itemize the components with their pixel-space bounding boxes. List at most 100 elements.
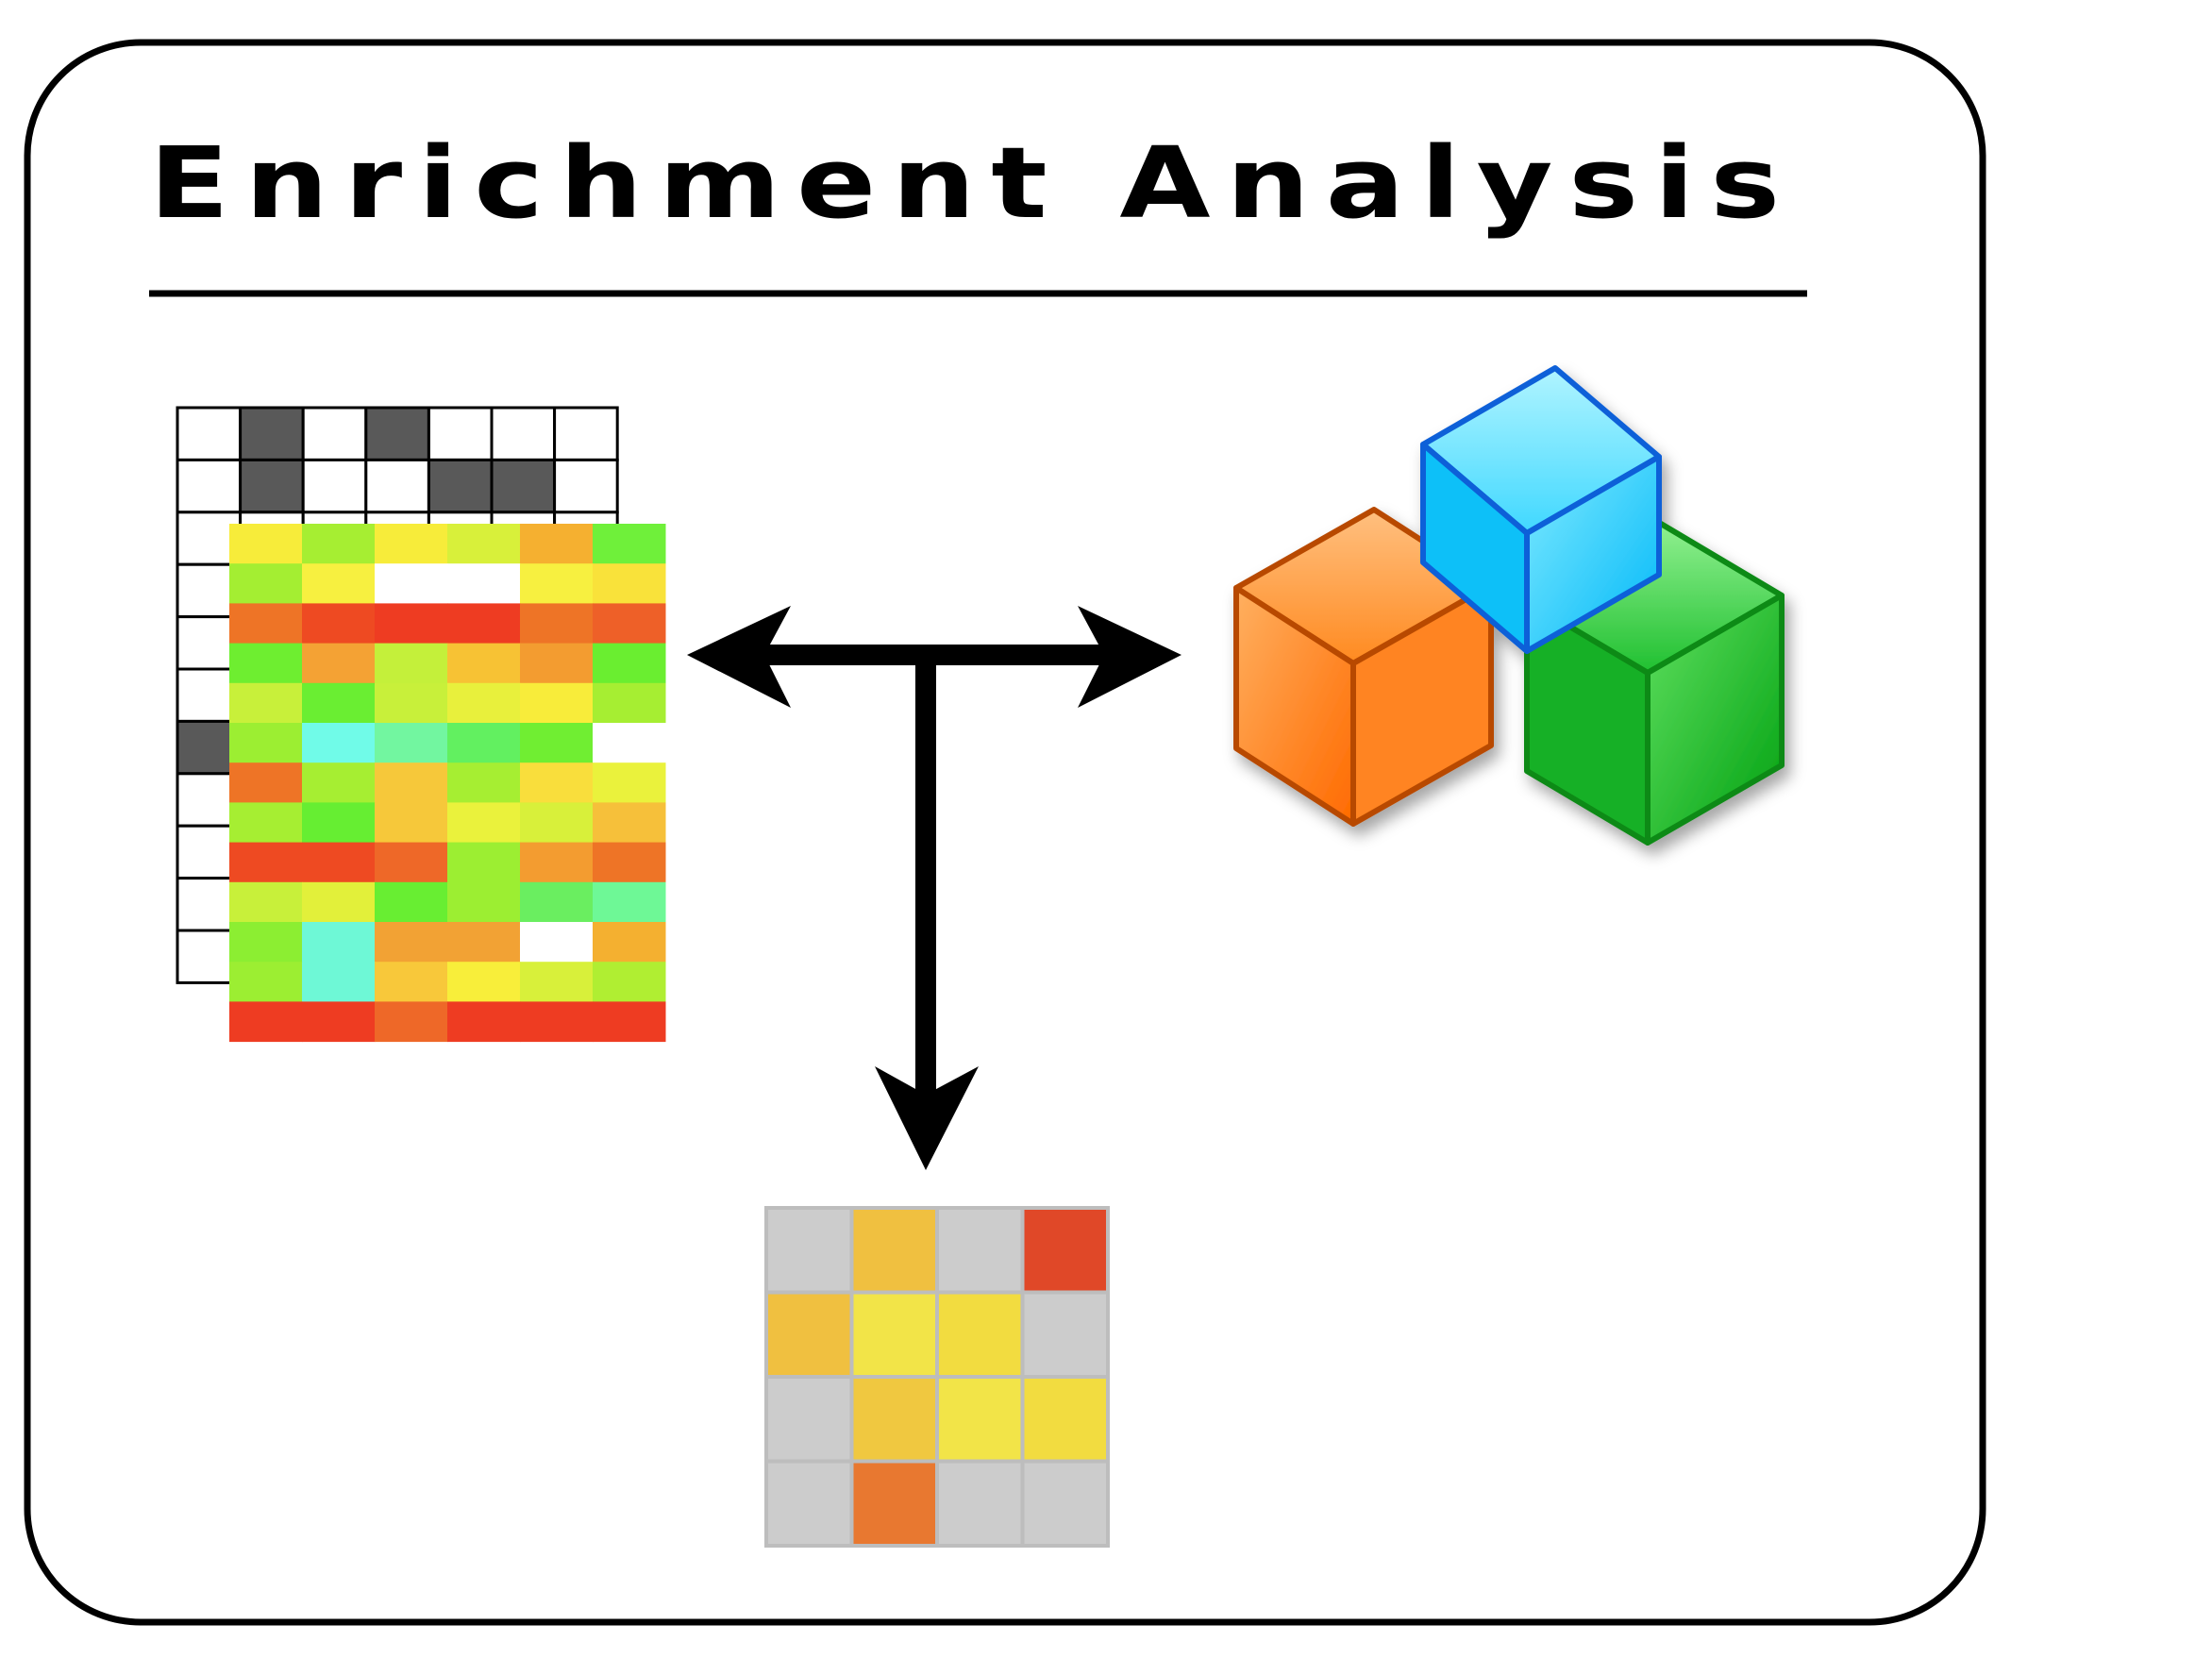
expression-heatmap-cell — [302, 881, 376, 923]
expression-heatmap-cell — [447, 682, 521, 724]
expression-heatmap-cell — [229, 881, 303, 923]
expression-heatmap-cell — [593, 842, 666, 883]
expression-heatmap-cell — [520, 962, 594, 1002]
right-arrowhead-icon — [1078, 606, 1181, 708]
expression-heatmap-cell — [520, 922, 594, 963]
expression-heatmap-cell — [302, 524, 376, 564]
expression-heatmap-cell — [447, 802, 521, 844]
expression-heatmap-cell — [302, 682, 376, 724]
expression-heatmap-cell — [593, 524, 666, 564]
expression-heatmap-cell — [375, 524, 448, 564]
expression-heatmap-cell — [520, 842, 594, 883]
expression-heatmap-cell — [375, 922, 448, 963]
expression-heatmap-cell — [302, 962, 376, 1002]
expression-heatmap-cell — [229, 603, 303, 645]
expression-heatmap-cell — [520, 682, 594, 724]
expression-heatmap-cell — [447, 881, 521, 923]
expression-heatmap-cell — [229, 962, 303, 1002]
expression-heatmap-cell — [302, 802, 376, 844]
expression-heatmap-cell — [302, 563, 376, 604]
blue-cube-icon — [1420, 365, 1662, 654]
result-heatmap-cell — [1020, 1290, 1110, 1379]
binary-matrix-cell — [553, 406, 619, 461]
expression-heatmap-cell — [302, 603, 376, 645]
expression-heatmap-cell — [520, 802, 594, 844]
expression-heatmap-cell — [593, 802, 666, 844]
binary-matrix-cell — [239, 458, 305, 514]
expression-heatmap-cell — [375, 842, 448, 883]
result-heatmap-cell — [764, 1459, 854, 1548]
expression-heatmap-cell — [520, 762, 594, 803]
expression-heatmap-cell — [520, 563, 594, 604]
expression-heatmap-cell — [593, 962, 666, 1002]
expression-heatmap-cell — [447, 842, 521, 883]
binary-matrix-cell — [239, 406, 305, 461]
expression-heatmap-icon — [229, 524, 666, 1043]
result-heatmap-icon — [764, 1206, 1110, 1548]
expression-heatmap-cell — [302, 643, 376, 684]
expression-heatmap-cell — [447, 922, 521, 963]
expression-heatmap-cell — [229, 842, 303, 883]
expression-heatmap-cell — [375, 762, 448, 803]
expression-heatmap-cell — [593, 643, 666, 684]
expression-heatmap-cell — [593, 603, 666, 645]
expression-heatmap-cell — [593, 922, 666, 963]
binary-matrix-cell — [301, 458, 368, 514]
green-cube-icon — [1524, 521, 1785, 846]
binary-matrix-cell — [301, 406, 368, 461]
result-heatmap-cell — [1020, 1206, 1110, 1295]
expression-heatmap-cell — [447, 1001, 521, 1043]
result-heatmap-cell — [764, 1290, 854, 1379]
expression-heatmap-cell — [302, 1001, 376, 1043]
binary-matrix-cell — [427, 458, 494, 514]
expression-heatmap-cell — [375, 603, 448, 645]
result-heatmap-cell — [1020, 1459, 1110, 1548]
expression-heatmap-cell — [593, 1001, 666, 1043]
expression-heatmap-cell — [375, 1001, 448, 1043]
expression-heatmap-cell — [593, 563, 666, 604]
expression-heatmap-cell — [229, 643, 303, 684]
expression-heatmap-cell — [447, 563, 521, 604]
expression-heatmap-cell — [229, 563, 303, 604]
result-heatmap-cell — [849, 1375, 939, 1464]
gene-set-cubes-icon — [1233, 365, 1785, 846]
expression-heatmap-cell — [229, 922, 303, 963]
expression-heatmap-cell — [447, 643, 521, 684]
expression-heatmap-cell — [593, 762, 666, 803]
result-heatmap-cell — [849, 1206, 939, 1295]
result-heatmap-cell — [764, 1375, 854, 1464]
expression-heatmap-cell — [302, 922, 376, 963]
expression-heatmap-cell — [447, 723, 521, 763]
expression-heatmap-cell — [229, 524, 303, 564]
diagram-title: Enrichment Analysis — [149, 126, 1796, 241]
expression-heatmap-cell — [229, 802, 303, 844]
expression-heatmap-cell — [229, 682, 303, 724]
expression-heatmap-cell — [520, 603, 594, 645]
expression-heatmap-cell — [520, 643, 594, 684]
binary-matrix-cell — [364, 406, 430, 461]
expression-heatmap-cell — [375, 563, 448, 604]
expression-heatmap-cell — [302, 842, 376, 883]
binary-matrix-cell — [176, 458, 243, 514]
expression-heatmap-cell — [520, 1001, 594, 1043]
binary-matrix-cell — [176, 406, 243, 461]
expression-heatmap-cell — [520, 881, 594, 923]
expression-heatmap-cell — [229, 1001, 303, 1043]
binary-matrix-cell — [490, 406, 557, 461]
orange-cube-icon — [1233, 507, 1494, 827]
result-heatmap-cell — [1020, 1375, 1110, 1464]
expression-heatmap-cell — [375, 962, 448, 1002]
expression-heatmap-cell — [520, 524, 594, 564]
expression-heatmap-cell — [375, 643, 448, 684]
expression-heatmap-cell — [375, 881, 448, 923]
expression-heatmap-cell — [593, 682, 666, 724]
down-arrowhead-icon — [875, 1066, 979, 1170]
result-heatmap-cell — [849, 1290, 939, 1379]
result-heatmap-cell — [849, 1459, 939, 1548]
expression-heatmap-cell — [447, 762, 521, 803]
binary-matrix-cell — [427, 406, 494, 461]
expression-heatmap-cell — [375, 802, 448, 844]
result-heatmap-cell — [935, 1206, 1025, 1295]
binary-matrix-cell — [364, 458, 430, 514]
